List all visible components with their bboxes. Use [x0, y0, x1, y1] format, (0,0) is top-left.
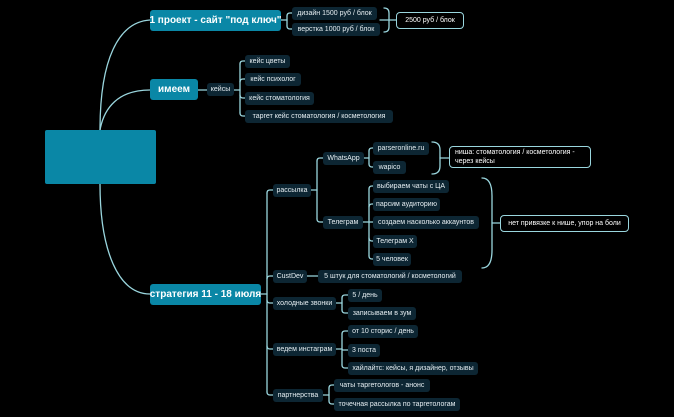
- cases-items-link-0: [239, 60, 246, 65]
- item-three-posts[interactable]: 3 поста: [348, 344, 380, 357]
- strategy-items-link-1: [266, 275, 274, 280]
- partnership-items-link-0: [328, 384, 335, 389]
- root-to-project: [99, 19, 151, 131]
- partnership-items-link-1: [328, 400, 335, 405]
- item-markup-price[interactable]: верстка 1000 руб / блок: [292, 23, 380, 36]
- cold-calls-items-link-1: [341, 309, 349, 314]
- mailing-items-link-0: [316, 157, 324, 162]
- strategy-items-link-4: [266, 391, 274, 396]
- item-pick-chats[interactable]: выбираем чаты с ЦА: [373, 180, 449, 193]
- sub-partnership[interactable]: партнерства: [273, 389, 323, 402]
- whatsapp-items-link-1: [368, 163, 374, 168]
- root-node[interactable]: [45, 130, 156, 184]
- mailing-items-link-1: [316, 218, 324, 223]
- item-custdev-five[interactable]: 5 штук для стоматологий / косметологий: [318, 270, 462, 283]
- cases-items-link-2: [239, 94, 246, 99]
- instagram-items-link-0: [341, 330, 349, 335]
- item-five-per-day[interactable]: 5 / день: [348, 289, 382, 302]
- item-record-zoom[interactable]: записываем в зум: [348, 307, 416, 320]
- branch-have[interactable]: имеем: [150, 79, 198, 100]
- note-telegram-no-niche[interactable]: нет привязке к нише, упор на боли: [500, 215, 629, 232]
- item-parse-audience[interactable]: парсим аудиторию: [373, 198, 440, 211]
- sub-cold-calls[interactable]: холодные звонки: [273, 297, 336, 310]
- strategy-items-link-2: [266, 299, 274, 304]
- case-dentistry[interactable]: кейс стоматология: [245, 92, 314, 105]
- instagram-items-link-1: [341, 348, 349, 351]
- item-telegram-x[interactable]: Телеграм Х: [373, 235, 417, 248]
- telegram-items-link-4: [368, 255, 374, 260]
- cases-items-link-3: [239, 112, 246, 117]
- branch-project[interactable]: 1 проект - сайт "под ключ": [149, 10, 282, 31]
- item-design-price[interactable]: дизайн 1500 руб / блок: [292, 7, 377, 20]
- sub-mailing[interactable]: рассылка: [273, 184, 311, 197]
- cases-items-link-1: [239, 78, 246, 83]
- item-highlights[interactable]: хайлайтс: кейсы, я дизайнер, отзывы: [348, 362, 478, 375]
- sub-custdev[interactable]: CustDev: [273, 270, 307, 283]
- strategy-items-link-0: [266, 189, 274, 194]
- item-target-chats[interactable]: чаты таргетологов - анонс: [334, 379, 430, 392]
- note-block-price[interactable]: 2500 руб / блок: [396, 12, 464, 29]
- sub-whatsapp[interactable]: WhatsApp: [323, 152, 364, 165]
- project-items-link-1: [286, 25, 293, 30]
- root-to-strategy: [99, 183, 151, 295]
- telegram-items-link-0: [368, 185, 374, 190]
- telegram-items-link-1: [368, 203, 374, 208]
- item-parseronline[interactable]: parseronline.ru: [373, 142, 429, 155]
- case-target-dentistry[interactable]: таргет кейс стоматология / косметология: [245, 110, 393, 123]
- root-to-have: [99, 89, 151, 131]
- strategy-items-link-3: [266, 345, 274, 350]
- item-five-people[interactable]: 5 человек: [373, 253, 411, 266]
- whatsapp-items-link-0: [368, 147, 374, 152]
- note-whatsapp-niche[interactable]: ниша: стоматология / косметология - чере…: [449, 146, 591, 168]
- telegram-items-link-3: [368, 237, 374, 242]
- item-point-mailing[interactable]: точечная рассылка по таргетологам: [334, 398, 460, 411]
- sub-instagram[interactable]: ведем инстаграм: [273, 343, 336, 356]
- sub-telegram[interactable]: Телеграм: [323, 216, 363, 229]
- instagram-items-link-2: [341, 364, 349, 369]
- item-stories[interactable]: от 10 сторис / день: [348, 325, 418, 338]
- cold-calls-items-link-0: [341, 294, 349, 299]
- sub-cases[interactable]: кейсы: [207, 83, 234, 96]
- item-create-accounts[interactable]: создаем насколько аккаунтов: [373, 216, 479, 229]
- item-wapico[interactable]: wapico: [373, 161, 406, 174]
- branch-strategy[interactable]: стратегия 11 - 18 июля: [150, 284, 261, 305]
- case-flowers[interactable]: кейс цветы: [245, 55, 290, 68]
- project-items-link-0: [286, 12, 293, 17]
- case-psychologist[interactable]: кейс психолог: [245, 73, 301, 86]
